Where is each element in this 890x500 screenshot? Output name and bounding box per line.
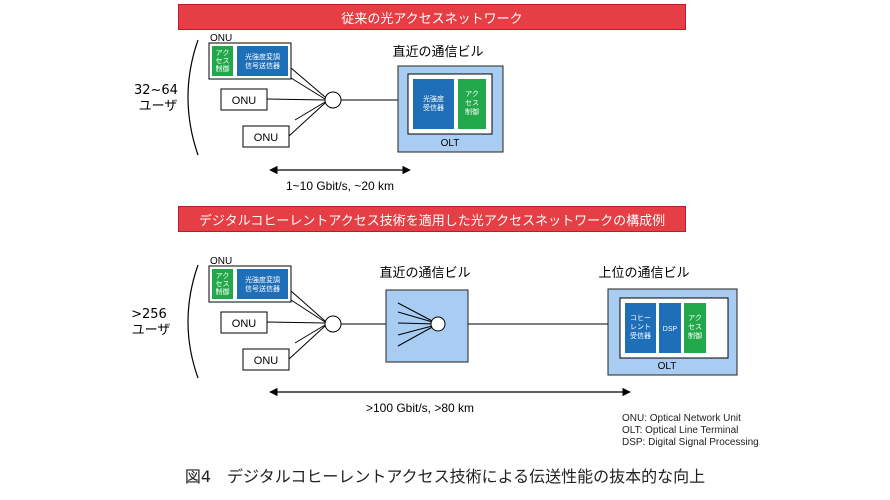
onu-label-top-3: ONU bbox=[254, 132, 279, 144]
olt-coherent-text: コヒーレント受信器 bbox=[630, 314, 651, 340]
building-middle bbox=[385, 289, 469, 363]
users-unit-top: ユーザ bbox=[139, 99, 178, 114]
figure-caption: 図4 デジタルコヒーレントアクセス技術による伝送性能の抜本的な向上 bbox=[184, 467, 706, 486]
onu-header-top: ONU bbox=[210, 33, 232, 44]
splitter-bottom-2 bbox=[430, 316, 446, 332]
onu-header-bottom: ONU bbox=[210, 256, 232, 267]
users-bracket-top bbox=[187, 39, 199, 156]
distance-label-bottom: >100 Gbit/s, >80 km bbox=[366, 401, 474, 415]
users-count-top: 32~64 bbox=[134, 83, 178, 98]
olt-label-top: OLT bbox=[441, 138, 460, 149]
upper-building-title: 上位の通信ビル bbox=[598, 266, 689, 281]
users-count-bottom: >256 bbox=[131, 307, 167, 322]
legend-dsp: DSP: Digital Signal Processing bbox=[622, 437, 759, 448]
legend-olt: OLT: Optical Line Terminal bbox=[622, 425, 739, 436]
banner-coherent: デジタルコヒーレントアクセス技術を適用した光アクセスネットワークの構成例 bbox=[178, 206, 686, 232]
legend: ONU: Optical Network Unit OLT: Optical L… bbox=[622, 413, 759, 449]
onu-access-control-bottom bbox=[212, 269, 233, 299]
distance-label-top: 1~10 Gbit/s, ~20 km bbox=[286, 179, 394, 193]
splitter-top bbox=[324, 91, 342, 109]
onu-label-bottom-3: ONU bbox=[254, 355, 279, 367]
users-label-top: 32~64 ユーザ bbox=[134, 83, 182, 114]
building-title-bottom: 直近の通信ビル bbox=[379, 266, 470, 281]
users-unit-bottom: ユーザ bbox=[132, 323, 171, 338]
olt-label-bottom: OLT bbox=[658, 361, 677, 372]
building-title-top: 直近の通信ビル bbox=[392, 45, 483, 60]
legend-onu: ONU: Optical Network Unit bbox=[622, 413, 741, 424]
olt-access-control-bottom bbox=[684, 303, 706, 353]
fibers-bottom bbox=[266, 290, 620, 360]
onu-access-control-top bbox=[212, 46, 233, 76]
olt-access-text-bottom: アクセス制御 bbox=[688, 314, 702, 340]
olt-coherent-receiver bbox=[625, 303, 656, 353]
onu-modulator-text-bottom: 光強度変調信号送信器 bbox=[245, 275, 280, 293]
onu-modulator-top bbox=[237, 46, 288, 76]
users-bracket-bottom bbox=[187, 264, 199, 379]
olt-dsp-text: DSP bbox=[663, 326, 678, 333]
onu-label-bottom-2: ONU bbox=[232, 318, 257, 330]
olt-access-control-top bbox=[458, 79, 486, 129]
onu-box-top-3 bbox=[242, 125, 290, 148]
onu-access-text-top: アクセス制御 bbox=[216, 49, 230, 73]
fibers-top bbox=[266, 67, 408, 137]
fibers-middle-building bbox=[397, 302, 437, 347]
onu-box-bottom-3 bbox=[242, 348, 290, 371]
onu-modulator-text-top: 光強度変調信号送信器 bbox=[245, 52, 280, 70]
olt-access-text-top: アクセス制御 bbox=[465, 90, 479, 116]
banner-conventional: 従来の光アクセスネットワーク bbox=[178, 4, 686, 30]
onu-label-top-2: ONU bbox=[232, 95, 257, 107]
olt-dsp bbox=[659, 303, 681, 353]
olt-receiver-top bbox=[413, 79, 454, 129]
onu-modulator-bottom bbox=[237, 269, 288, 299]
olt-receiver-text-top: 光強度受信器 bbox=[423, 94, 444, 112]
users-label-bottom: >256 ユーザ bbox=[131, 307, 171, 338]
splitter-bottom-1 bbox=[324, 315, 342, 333]
onu-access-text-bottom: アクセス制御 bbox=[216, 272, 230, 296]
